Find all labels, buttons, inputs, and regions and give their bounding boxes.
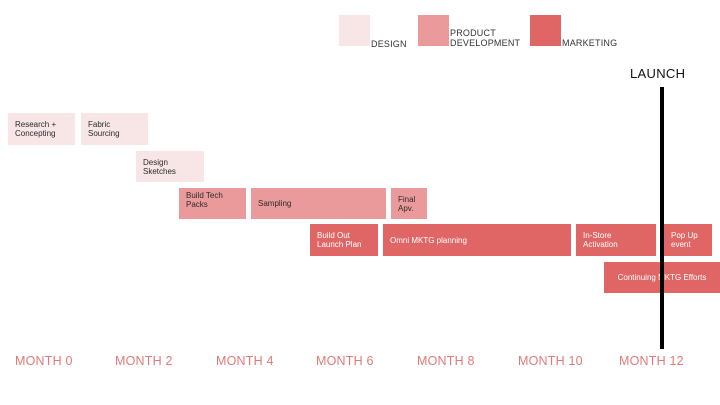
task-build-tech-packs: Build Tech Packs bbox=[179, 188, 246, 219]
launch-label: LAUNCH bbox=[630, 66, 686, 81]
legend-label-design: DESIGN bbox=[371, 39, 407, 49]
task-research-concepting: Research + Concepting bbox=[8, 113, 75, 145]
task-build-out-launch-plan: Build Out Launch Plan bbox=[310, 224, 378, 256]
month-label-12: MONTH 12 bbox=[619, 354, 684, 368]
task-in-store-activation: In-Store Activation bbox=[576, 224, 656, 256]
legend-swatch-product-development bbox=[418, 15, 449, 46]
month-label-4: MONTH 4 bbox=[216, 354, 274, 368]
legend-label-marketing: MARKETING bbox=[562, 38, 618, 48]
task-sampling: Sampling bbox=[251, 188, 386, 219]
legend-label-product-development: PRODUCT DEVELOPMENT bbox=[450, 28, 521, 48]
legend-swatch-design bbox=[339, 15, 370, 46]
task-omni-mktg-planning: Omni MKTG planning bbox=[383, 224, 571, 256]
legend-swatch-marketing bbox=[530, 15, 561, 46]
month-label-10: MONTH 10 bbox=[518, 354, 583, 368]
task-final-approval: Final Apv. bbox=[391, 188, 427, 219]
task-pop-up-event: Pop Up event bbox=[664, 224, 712, 256]
task-design-sketches: Design Sketches bbox=[136, 151, 204, 182]
month-label-0: MONTH 0 bbox=[15, 354, 73, 368]
task-fabric-sourcing: Fabric Sourcing bbox=[81, 113, 148, 145]
month-label-6: MONTH 6 bbox=[316, 354, 374, 368]
month-label-8: MONTH 8 bbox=[417, 354, 475, 368]
month-label-2: MONTH 2 bbox=[115, 354, 173, 368]
launch-line bbox=[660, 87, 664, 349]
